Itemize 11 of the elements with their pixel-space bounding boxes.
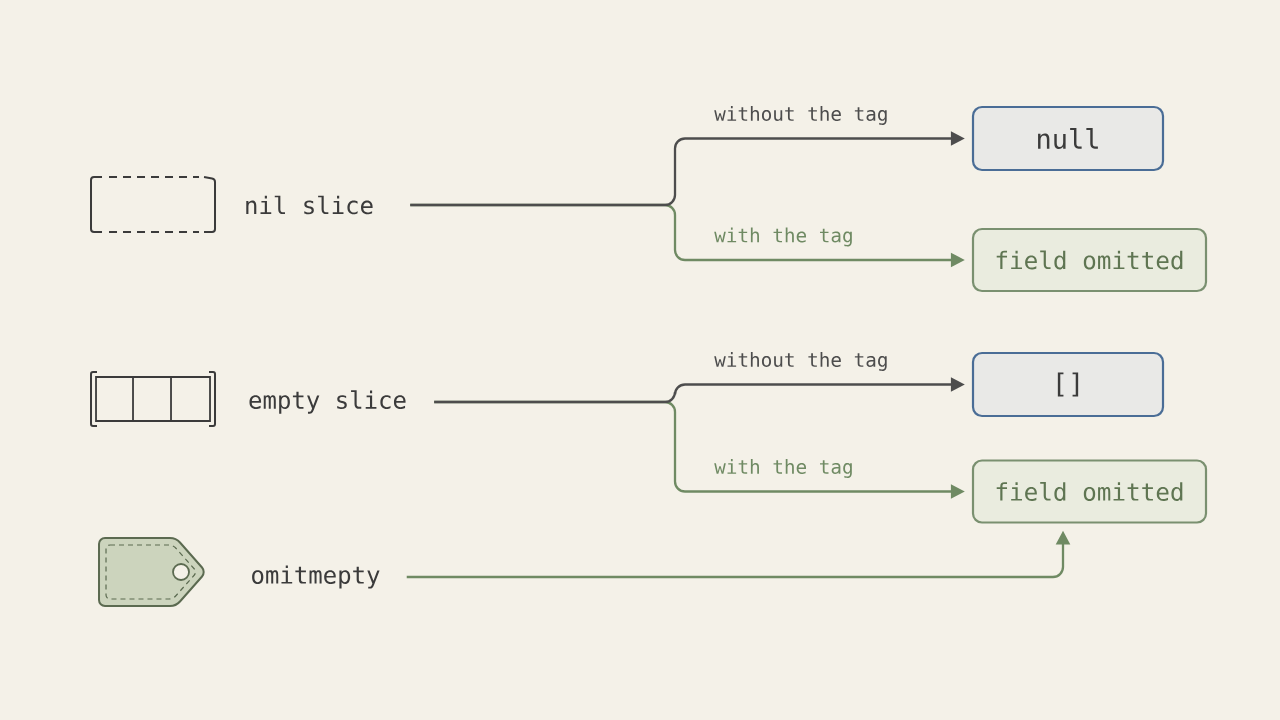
edge-label: without the tag <box>713 105 890 126</box>
text-label: empty slice <box>249 390 406 414</box>
text-label: omitmepty <box>252 565 380 589</box>
output-box: field omitted <box>971 459 1208 524</box>
edge-label: with the tag <box>713 226 855 248</box>
text-label: nil slice <box>246 195 373 215</box>
output-box: field omitted <box>971 227 1208 293</box>
edge-label: with the tag <box>713 458 855 479</box>
output-box: null <box>971 105 1165 172</box>
output-box: [] <box>971 351 1165 418</box>
edge-label: without the tag <box>713 351 890 372</box>
